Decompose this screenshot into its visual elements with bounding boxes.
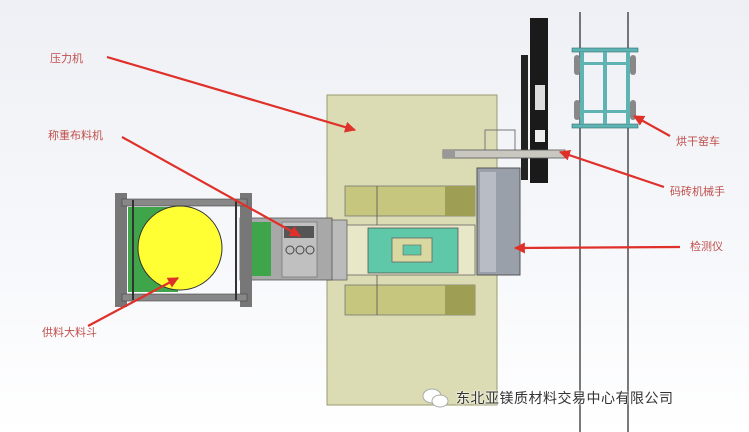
label-kiln-car: 烘干窑车 xyxy=(676,135,720,148)
label-detector: 检测仪 xyxy=(690,240,723,253)
feed-hopper-arrow xyxy=(87,277,179,327)
label-brick-robot: 码砖机械手 xyxy=(670,185,725,198)
weighing-feeder-arrow xyxy=(121,136,301,237)
watermark-text: 东北亚镁质材料交易中心有限公司 xyxy=(456,391,674,407)
brick-robot-arrow xyxy=(558,149,665,189)
kiln-car xyxy=(571,47,639,129)
kiln-car-arrow xyxy=(633,115,671,137)
label-press: 压力机 xyxy=(50,52,83,65)
detector-machine xyxy=(476,167,521,276)
label-feed-hopper: 供料大料斗 xyxy=(42,326,97,339)
annotation-arrows xyxy=(87,55,681,327)
feed-hopper-machine xyxy=(115,193,252,307)
label-weighing-feeder: 称重布料机 xyxy=(48,129,103,142)
brick-robot-machine xyxy=(442,18,566,183)
press-machine xyxy=(326,94,498,406)
detector-arrow xyxy=(513,242,681,254)
watermark: 东北亚镁质材料交易中心有限公司 xyxy=(422,388,674,408)
wechat-icon xyxy=(422,388,449,408)
press-arrow xyxy=(106,55,357,133)
